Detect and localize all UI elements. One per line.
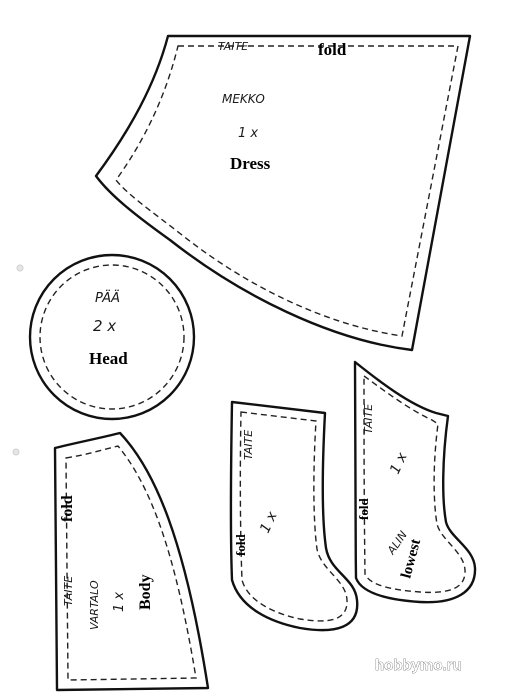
sock-right-piece: TAITE fold 1 x ALIN lowest xyxy=(353,360,477,604)
head-seam-line xyxy=(39,264,185,410)
body-fold-fi: TAITE xyxy=(62,576,75,606)
body-cut-line xyxy=(53,431,210,692)
body-seam-line xyxy=(65,445,197,681)
dress-cut-line xyxy=(94,34,472,352)
binder-hole xyxy=(16,264,24,272)
dress-fold-en: fold xyxy=(318,40,347,59)
sock-left-count: 1 x xyxy=(257,509,281,536)
sock-right-cut-line xyxy=(353,360,477,604)
body-piece: fold TAITE VARTALO 1 x Body xyxy=(53,431,210,692)
binder-hole xyxy=(12,448,20,456)
dress-seam-line xyxy=(115,45,459,337)
body-fold-en: fold xyxy=(59,495,76,522)
sock-left-cut-line xyxy=(229,400,359,632)
body-name-fi: VARTALO xyxy=(88,580,101,630)
head-name-fi: PÄÄ xyxy=(95,290,120,306)
head-cut-line xyxy=(28,253,196,421)
dress-piece: TAITE fold MEKKO 1 x Dress xyxy=(94,34,472,352)
sock-right-seam-line xyxy=(363,374,466,594)
head-piece: PÄÄ 2 x Head xyxy=(28,253,196,421)
body-name-en: Body xyxy=(137,574,154,610)
sock-left-seam-line xyxy=(239,411,348,622)
head-name-en: Head xyxy=(89,349,128,368)
dress-name-en: Dress xyxy=(230,154,271,173)
watermark-text: hobbymo.ru xyxy=(375,657,462,674)
sock-left-fold-en: fold xyxy=(233,534,248,556)
sock-left-piece: TAITE fold 1 x xyxy=(229,400,359,632)
head-count: 2 x xyxy=(93,317,116,335)
body-count: 1 x xyxy=(112,592,127,612)
dress-name-fi: MEKKO xyxy=(222,92,265,106)
dress-count: 1 x xyxy=(238,126,258,141)
sock-right-fold-en: fold xyxy=(356,498,371,520)
dress-fold-fi: TAITE xyxy=(218,40,248,53)
sock-right-count: 1 x xyxy=(387,450,411,477)
sock-left-fold-fi: TAITE xyxy=(242,430,255,460)
sock-right-fold-fi: TAITE xyxy=(362,404,375,434)
